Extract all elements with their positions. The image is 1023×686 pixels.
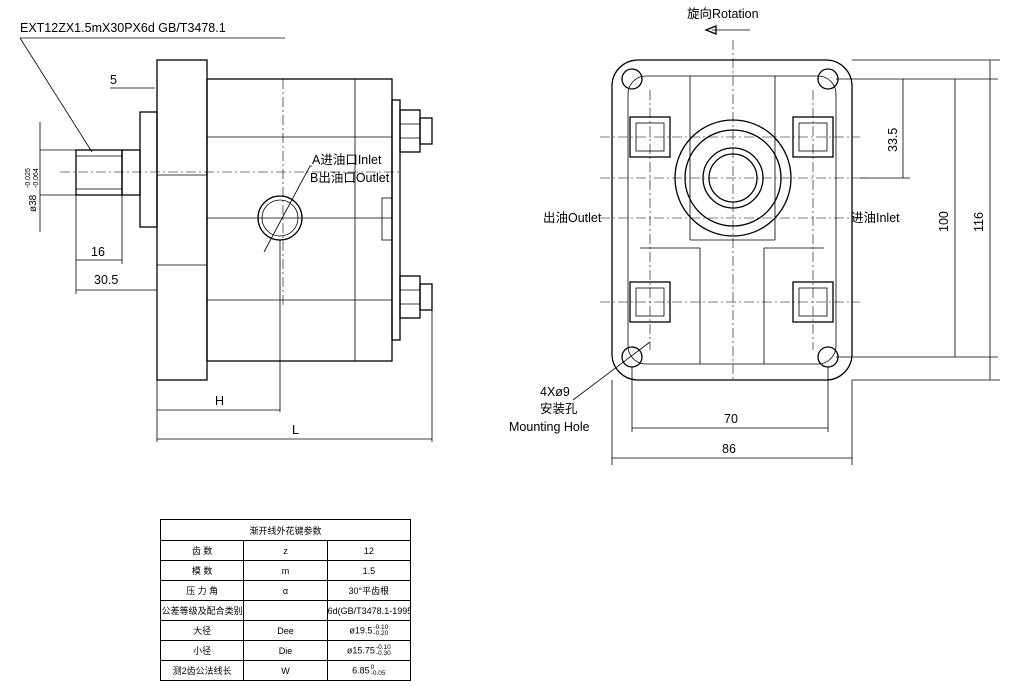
dim-l: L xyxy=(292,423,299,437)
side-view xyxy=(19,37,433,442)
row-name: 模 数 xyxy=(159,560,245,581)
row-symbol xyxy=(243,600,328,621)
row-symbol: Dee xyxy=(243,620,328,641)
row-value: 30°平齿根 xyxy=(326,580,412,601)
dim-shaft-dia-tol-upper: -0.025 xyxy=(25,168,32,188)
row-name: 压 力 角 xyxy=(159,580,245,601)
row-name: 齿 数 xyxy=(159,540,245,561)
hole-cn: 安装孔 xyxy=(540,401,578,416)
row-value: ø15.75 xyxy=(346,644,375,655)
tol-upper: -0.10 xyxy=(373,623,389,631)
tolerance: -0.10-0.30 xyxy=(375,643,391,657)
dim-shaft-dia-tol-lower: -0.064 xyxy=(33,168,40,188)
tol-upper: 0 xyxy=(370,663,375,671)
tol-upper: -0.10 xyxy=(375,643,391,651)
table-row: 公差等级及配合类别 6d(GB/T3478.1-1995) xyxy=(159,600,412,621)
table-row: 模 数 m 1.5 xyxy=(159,560,412,581)
row-symbol: α xyxy=(243,580,328,601)
port-a-label: A进油口Inlet xyxy=(312,153,382,167)
dim-flange-thickness: 5 xyxy=(110,73,117,87)
table-row: 小径 Die ø15.75-0.10-0.30 xyxy=(159,640,412,661)
dim-spline-length: 16 xyxy=(91,245,105,259)
front-view xyxy=(572,25,1000,465)
row-value: 1.5 xyxy=(326,560,412,581)
table-title: 渐开线外花键参数 xyxy=(160,519,411,541)
row-name: 公差等级及配合类别 xyxy=(159,600,245,621)
dim-70: 70 xyxy=(724,412,738,426)
row-value: ø19.5 xyxy=(349,624,373,635)
row-value: 6d(GB/T3478.1-1995) xyxy=(326,600,412,621)
row-symbol: Die xyxy=(243,640,328,661)
inlet-label: 进油Inlet xyxy=(851,211,900,225)
row-value: 12 xyxy=(326,540,412,561)
spline-parameter-table: 渐开线外花键参数 齿 数 z 12 模 数 m 1.5 压 力 角 α 30°平… xyxy=(159,519,412,681)
thread-callout: EXT12ZX1.5mX30PX6d GB/T3478.1 xyxy=(20,21,226,35)
outlet-label: 出油Outlet xyxy=(543,211,602,225)
tolerance: -0.10-0.20 xyxy=(373,623,389,637)
tol-lower: -0.30 xyxy=(375,649,391,657)
table-row: 压 力 角 α 30°平齿根 xyxy=(159,580,412,601)
row-symbol: z xyxy=(243,540,328,561)
hole-en: Mounting Hole xyxy=(509,420,590,434)
row-name: 小径 xyxy=(159,640,245,661)
tol-lower: -0.05 xyxy=(370,669,386,677)
row-name: 测2齿公法线长 xyxy=(159,660,245,681)
row-value-cell: ø15.75-0.10-0.30 xyxy=(326,640,412,661)
row-name: 大径 xyxy=(159,620,245,641)
row-value-cell: ø19.5-0.10-0.20 xyxy=(326,620,412,641)
dim-100: 100 xyxy=(937,211,951,232)
table-row: 大径 Dee ø19.5-0.10-0.20 xyxy=(159,620,412,641)
hole-spec: 4Xø9 xyxy=(540,385,570,399)
row-symbol: m xyxy=(243,560,328,581)
dim-86: 86 xyxy=(722,442,736,456)
dim-shaft-dia: ø38 xyxy=(28,194,39,212)
port-b-label: B出油口Outlet xyxy=(310,171,390,185)
tolerance: 0-0.05 xyxy=(370,663,386,677)
dim-shaft-length: 30.5 xyxy=(94,273,118,287)
dim-116: 116 xyxy=(972,212,986,232)
rotation-label: 旋向Rotation xyxy=(687,6,759,21)
row-value: 6.85 xyxy=(352,664,370,675)
table-row: 齿 数 z 12 xyxy=(159,540,412,561)
row-symbol: W xyxy=(243,660,328,681)
tol-lower: -0.20 xyxy=(373,629,389,637)
dim-33-5: 33.5 xyxy=(886,128,900,152)
dim-h: H xyxy=(215,394,224,408)
